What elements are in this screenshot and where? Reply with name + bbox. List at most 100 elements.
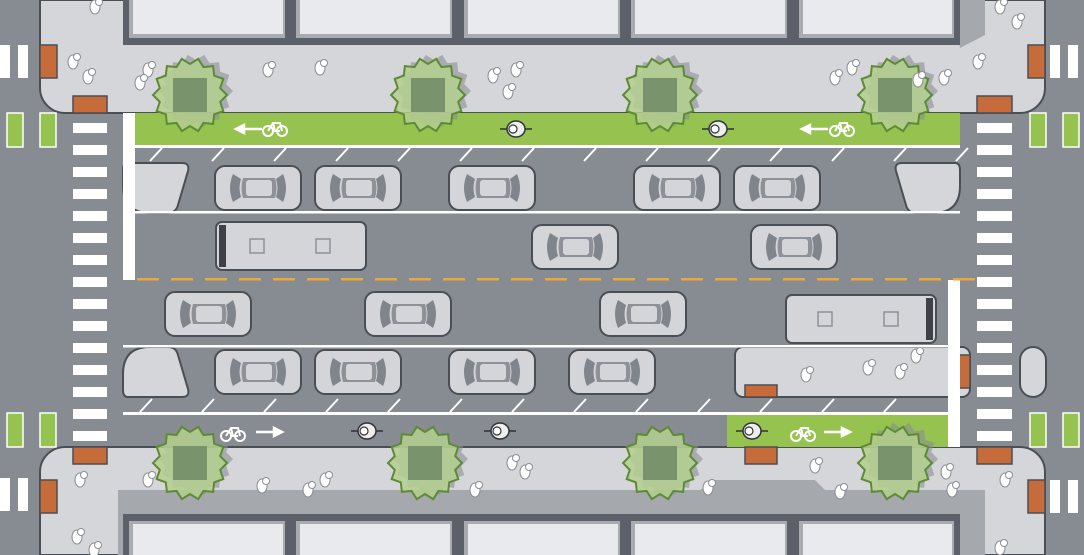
car-roof-top [600, 364, 626, 380]
bicycle-wheel [790, 430, 802, 442]
bike-crossing-marking [39, 412, 57, 448]
parking-stripe [325, 398, 339, 413]
pedestrian-icon [862, 359, 876, 376]
pedestrian-refuge-island [1019, 346, 1047, 398]
car-rear-window [510, 358, 520, 386]
car-rear-window [695, 174, 705, 202]
crosswalk-stripe [977, 365, 1012, 375]
car-windshield [464, 358, 475, 386]
car-icon [314, 165, 402, 211]
pedestrian-head [1017, 13, 1025, 21]
curb-ramp-icon [72, 446, 108, 465]
car-roof-top [563, 239, 589, 255]
pedestrian-icon [994, 539, 1008, 555]
pedestrian-head [900, 363, 908, 371]
car-roof-top [665, 180, 691, 196]
pedestrian-head [512, 454, 520, 462]
arrow-icon [256, 425, 285, 439]
pedestrian-head [475, 481, 483, 489]
lane-line [123, 345, 948, 348]
centerline-dash [171, 278, 193, 281]
car-icon [568, 349, 656, 395]
pedestrian-head [268, 61, 276, 69]
parking-stripe [573, 398, 587, 413]
car-windshield [766, 233, 777, 261]
arrow-shape [799, 122, 828, 136]
bus-roof-vent [315, 238, 331, 254]
centerline-dash [613, 278, 635, 281]
bus-windshield [219, 225, 226, 267]
arrow-shape [824, 425, 853, 439]
parking-stripe [273, 147, 287, 162]
pedestrian-head [1005, 471, 1013, 479]
car-windshield [230, 174, 241, 202]
car-rear-window [376, 174, 386, 202]
centerline-dash [783, 278, 805, 281]
bicycle-frame [795, 427, 811, 437]
pedestrian-icon [938, 69, 952, 86]
car-windshield [330, 174, 341, 202]
car-icon [448, 349, 536, 395]
building-roof [635, 524, 785, 555]
pedestrian-icon [67, 53, 81, 70]
pedestrian-icon [994, 0, 1008, 15]
crosswalk-stripe [977, 343, 1012, 353]
bike-crossing-marking [1062, 112, 1080, 148]
crosswalk-stripe [73, 255, 107, 265]
car-icon [314, 349, 402, 395]
parking-stripe [583, 147, 597, 162]
parking-stripe [831, 147, 845, 162]
curb-ramp-icon [744, 384, 778, 398]
pedestrian-icon [314, 59, 328, 76]
car-roof-top [765, 180, 791, 196]
car-windshield [615, 300, 626, 328]
pedestrian-head [978, 53, 986, 61]
crosswalk-stripe [977, 145, 1012, 155]
car-rear-window [795, 174, 805, 202]
car-roof-top [396, 306, 422, 322]
tree-pit [643, 78, 677, 112]
cyclist-icon [484, 422, 516, 440]
car-roof-top [631, 306, 657, 322]
cyclist-head [508, 124, 518, 134]
bus-icon [215, 221, 367, 271]
pedestrian-icon [262, 61, 276, 78]
crosswalk-stripe [977, 409, 1012, 419]
car-rear-window [630, 358, 640, 386]
pedestrian-icon [142, 471, 156, 488]
building-roof [468, 0, 618, 34]
bicycle-frame [834, 122, 850, 132]
parking-stripe [645, 147, 659, 162]
pedestrian-icon [972, 53, 986, 70]
crosswalk-stripe [977, 277, 1012, 287]
crosswalk-stripe [73, 233, 107, 243]
parking-stripe [335, 147, 349, 162]
car-icon [531, 224, 619, 270]
car-icon [214, 165, 302, 211]
pedestrian-icon [829, 69, 843, 86]
pedestrian-icon [71, 528, 85, 545]
pedestrian-head [94, 541, 102, 549]
building-roof [803, 524, 952, 555]
car-rear-window [276, 358, 286, 386]
bus-body [785, 294, 937, 344]
pedestrian-head [77, 528, 85, 536]
arrow-shape [233, 122, 262, 136]
centerline-dash [511, 278, 533, 281]
crosswalk-stripe [73, 387, 107, 397]
pedestrian-head [516, 61, 524, 69]
centerline-dash [341, 278, 363, 281]
pedestrian-head [80, 471, 88, 479]
arrow-icon [824, 425, 853, 439]
pedestrian-head [835, 69, 843, 77]
car-windshield [330, 358, 341, 386]
building-roof [300, 0, 450, 34]
tree-icon [621, 54, 703, 133]
car-roof-top [346, 364, 372, 380]
bike-crossing-marking [1029, 112, 1047, 148]
crosswalk-stripe [977, 211, 1012, 221]
cyclist-head [744, 426, 754, 436]
crosswalk-stripe [1068, 480, 1078, 513]
parking-stripe [459, 147, 473, 162]
